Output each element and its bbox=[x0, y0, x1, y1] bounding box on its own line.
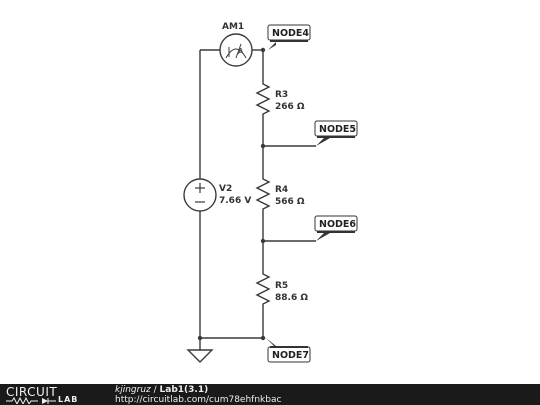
author-link[interactable]: kjingruz bbox=[115, 385, 151, 395]
r5-value: 88.6 Ω bbox=[275, 293, 308, 303]
node-tag-node6[interactable]: NODE6 bbox=[314, 215, 358, 241]
ground-icon bbox=[186, 349, 214, 363]
node-tag-node7[interactable]: NODE7 bbox=[266, 338, 311, 363]
ammeter-am1[interactable]: A AM1 bbox=[219, 22, 253, 67]
footer-author-title: kjingruz / Lab1(3.1) bbox=[115, 385, 208, 395]
resistor-icon bbox=[255, 80, 271, 117]
dc-voltage-source-icon bbox=[183, 178, 217, 212]
node-tag-node5[interactable]: NODE5 bbox=[314, 120, 358, 146]
ammeter-icon bbox=[219, 33, 253, 67]
resistor-icon bbox=[255, 175, 271, 212]
circuitlab-logo-icon bbox=[6, 397, 56, 404]
junction-ground bbox=[197, 335, 203, 341]
r4-name: R4 bbox=[275, 185, 288, 195]
junction-node5 bbox=[260, 143, 266, 149]
resistor-icon bbox=[255, 270, 271, 307]
source-value: 7.66 V bbox=[219, 196, 251, 206]
node4-label: NODE4 bbox=[272, 28, 309, 39]
logo-wordmark-top: CIRCUIT bbox=[6, 385, 58, 399]
junction-node7 bbox=[260, 335, 266, 341]
source-name: V2 bbox=[219, 184, 232, 194]
circuit-url-link[interactable]: http://circuitlab.com/cum78ehfnkbac bbox=[115, 395, 282, 405]
resistor-r3[interactable]: R3 266 Ω bbox=[255, 80, 305, 117]
r5-name: R5 bbox=[275, 281, 288, 291]
r4-value: 566 Ω bbox=[275, 197, 305, 207]
resistor-r5[interactable]: R5 88.6 Ω bbox=[255, 270, 308, 307]
r3-value: 266 Ω bbox=[275, 102, 305, 112]
ammeter-name: AM1 bbox=[222, 22, 244, 32]
voltage-source-v2[interactable]: V2 7.66 V bbox=[183, 178, 251, 212]
node-tag-node4[interactable]: NODE4 bbox=[267, 24, 311, 50]
ammeter-symbol: A bbox=[238, 47, 244, 56]
node7-label: NODE7 bbox=[272, 350, 309, 361]
node6-label: NODE6 bbox=[319, 219, 356, 230]
resistor-r4[interactable]: R4 566 Ω bbox=[255, 175, 305, 212]
junction-node6 bbox=[260, 238, 266, 244]
circuit-title[interactable]: Lab1(3.1) bbox=[159, 385, 209, 395]
breadcrumb-separator: / bbox=[150, 385, 160, 395]
ground[interactable] bbox=[186, 349, 214, 363]
circuit-schematic: A AM1 V2 7.66 V R3 266 Ω R4 566 Ω R5 88.… bbox=[183, 22, 358, 363]
node5-label: NODE5 bbox=[319, 124, 356, 135]
footer-bar: CIRCUIT LAB kjingruz / Lab1(3.1) http://… bbox=[0, 384, 540, 405]
r3-name: R3 bbox=[275, 90, 288, 100]
junction-node4 bbox=[260, 47, 266, 53]
logo-wordmark-bottom: LAB bbox=[58, 395, 79, 404]
